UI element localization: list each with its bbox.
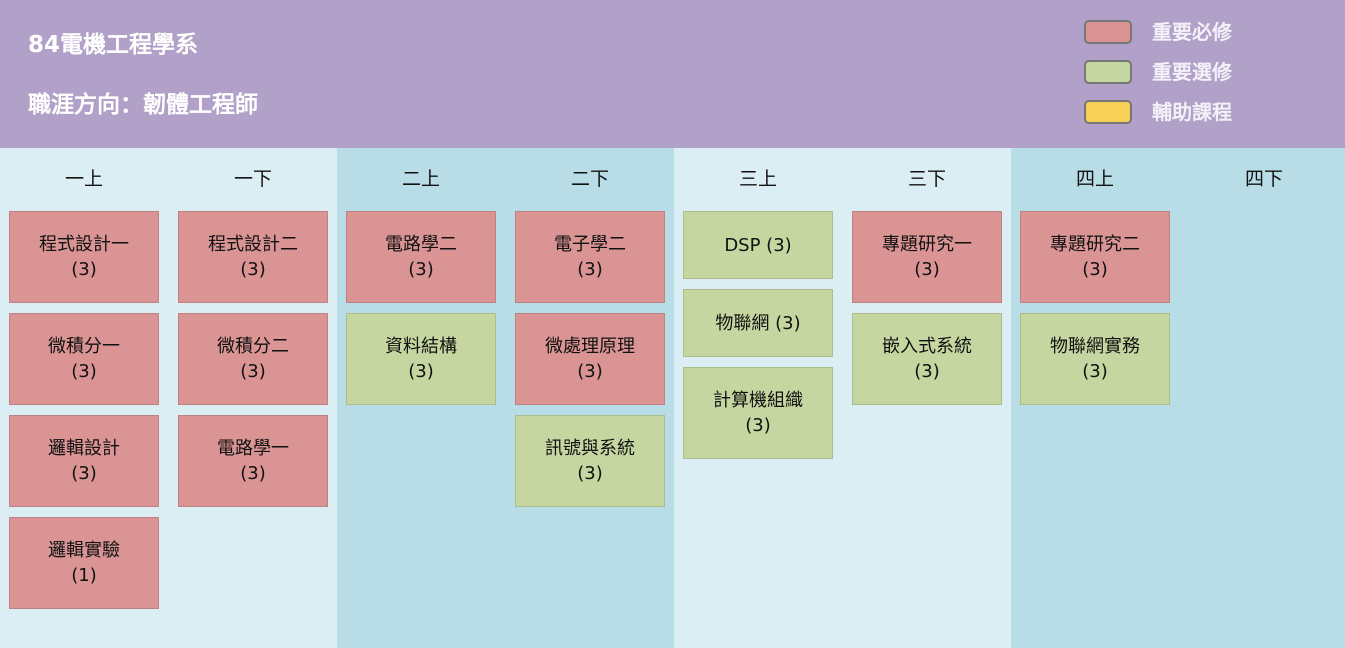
legend-label: 重要選修 — [1152, 60, 1232, 84]
course-card: 微處理原理 (3) — [515, 313, 665, 405]
course-name: 專題研究二 — [1050, 234, 1140, 255]
semester-header: 三上 — [738, 168, 777, 190]
course-name: 物聯網 (3) — [715, 312, 801, 334]
course-card: 電子學二 (3) — [515, 211, 665, 303]
course-credits: (3) — [240, 463, 266, 484]
course-card: 邏輯設計 (3) — [9, 415, 159, 507]
course-credits: (3) — [1082, 259, 1108, 280]
career-direction: 職涯方向：韌體工程師 — [28, 92, 258, 118]
course-card: 訊號與系統 (3) — [515, 415, 665, 507]
semester-header: 一上 — [64, 168, 103, 190]
course-card: 微積分一 (3) — [9, 313, 159, 405]
course-name: 專題研究一 — [882, 234, 972, 255]
course-credits: (3) — [914, 361, 940, 382]
legend-label: 重要必修 — [1152, 20, 1232, 44]
course-name: 計算機組織 — [713, 390, 803, 411]
course-credits: (3) — [240, 361, 266, 382]
course-card: 電路學一 (3) — [178, 415, 328, 507]
course-credits: (3) — [71, 259, 97, 280]
semester-header: 一下 — [233, 168, 272, 190]
semester-header: 二上 — [401, 168, 440, 190]
course-credits: (1) — [71, 565, 97, 586]
course-credits: (3) — [745, 415, 771, 436]
course-card: 邏輯實驗 (1) — [9, 517, 159, 609]
legend-item-required: 重要必修 — [1084, 20, 1284, 46]
semester-header: 三下 — [907, 168, 946, 190]
course-credits: (3) — [71, 463, 97, 484]
legend-label: 輔助課程 — [1152, 100, 1232, 124]
course-name: 微處理原理 — [545, 336, 635, 357]
course-credits: (3) — [71, 361, 97, 382]
semester-header: 四上 — [1075, 168, 1114, 190]
course-credits: (3) — [914, 259, 940, 280]
department-title: 84電機工程學系 — [28, 32, 199, 58]
course-credits: (3) — [408, 361, 434, 382]
course-name: 程式設計一 — [39, 234, 129, 255]
course-card: 微積分二 (3) — [178, 313, 328, 405]
course-card: 電路學二 (3) — [346, 211, 496, 303]
header-banner: 84電機工程學系 職涯方向：韌體工程師 重要必修 重要選修 輔助課程 — [0, 0, 1345, 148]
legend-swatch-required — [1084, 20, 1132, 44]
course-name: 嵌入式系統 — [882, 336, 972, 357]
legend-swatch-elective — [1084, 60, 1132, 84]
course-card: 計算機組織 (3) — [683, 367, 833, 459]
course-card: 物聯網實務 (3) — [1020, 313, 1170, 405]
legend-item-elective: 重要選修 — [1084, 60, 1284, 86]
course-credits: (3) — [577, 361, 603, 382]
course-card: 專題研究二 (3) — [1020, 211, 1170, 303]
course-name: 物聯網實務 — [1050, 336, 1140, 357]
course-name: 微積分二 — [217, 336, 289, 357]
course-name: 電子學二 — [554, 234, 626, 255]
semester-header: 四下 — [1244, 168, 1283, 190]
course-card: 資料結構 (3) — [346, 313, 496, 405]
course-card: 專題研究一 (3) — [852, 211, 1002, 303]
course-credits: (3) — [577, 463, 603, 484]
course-card: 物聯網 (3) — [683, 289, 833, 357]
legend-item-auxiliary: 輔助課程 — [1084, 100, 1284, 126]
course-credits: (3) — [240, 259, 266, 280]
course-card: 嵌入式系統 (3) — [852, 313, 1002, 405]
course-name: 邏輯設計 — [48, 438, 120, 459]
course-name: 電路學一 — [217, 438, 289, 459]
course-name: DSP (3) — [724, 234, 792, 256]
course-card: 程式設計一 (3) — [9, 211, 159, 303]
course-name: 邏輯實驗 — [48, 540, 120, 561]
course-name: 程式設計二 — [208, 234, 298, 255]
course-name: 訊號與系統 — [545, 438, 635, 459]
course-card: 程式設計二 (3) — [178, 211, 328, 303]
course-card: DSP (3) — [683, 211, 833, 279]
course-credits: (3) — [1082, 361, 1108, 382]
course-name: 電路學二 — [385, 234, 457, 255]
semester-header: 二下 — [570, 168, 609, 190]
course-credits: (3) — [577, 259, 603, 280]
legend-swatch-auxiliary — [1084, 100, 1132, 124]
course-name: 微積分一 — [48, 336, 120, 357]
course-name: 資料結構 — [385, 336, 457, 357]
course-credits: (3) — [408, 259, 434, 280]
